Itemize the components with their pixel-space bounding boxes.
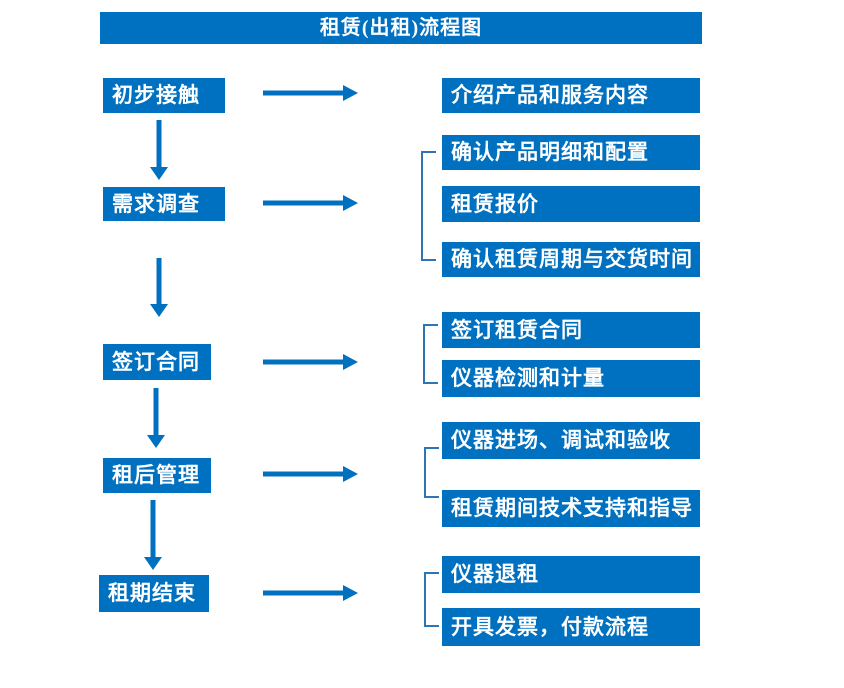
arrow-head [149, 304, 168, 317]
arrow-shaft [156, 120, 161, 168]
detail-box-confirm-product-config: 确认产品明细和配置 [442, 135, 700, 170]
arrow-right-row1-icon [263, 85, 358, 101]
stage-box-sign-contract: 签订合同 [103, 344, 211, 380]
arrow-head [343, 466, 358, 482]
arrow-shaft [263, 359, 343, 365]
arrow-down-3-icon [145, 388, 166, 448]
detail-box-instrument-return: 仪器退租 [442, 556, 700, 593]
detail-box-technical-support: 租赁期间技术支持和指导 [442, 490, 700, 527]
arrow-shaft [263, 471, 343, 477]
arrow-shaft [150, 500, 155, 558]
bracket-group-sign-contract [423, 324, 438, 384]
stage-box-demand-survey: 需求调查 [103, 187, 225, 221]
detail-box-instrument-setup-acceptance: 仪器进场、调试和验收 [442, 422, 700, 459]
arrow-right-row3-icon [263, 354, 358, 370]
arrow-head [343, 85, 358, 101]
detail-box-invoice-payment: 开具发票，付款流程 [442, 608, 700, 646]
bracket-group-lease-end [424, 572, 439, 627]
arrow-down-2-icon [148, 258, 169, 317]
bracket-group-post-rental [424, 447, 439, 498]
detail-box-introduce-products: 介绍产品和服务内容 [442, 78, 700, 113]
arrow-head [343, 585, 358, 601]
arrow-head [146, 435, 165, 448]
arrow-shaft [263, 590, 343, 596]
bracket-group-demand-survey [421, 151, 436, 261]
arrow-shaft [156, 258, 161, 305]
arrow-down-1-icon [148, 120, 169, 180]
detail-box-rental-quotation: 租赁报价 [442, 186, 700, 222]
arrow-head [143, 557, 162, 570]
arrow-shaft [263, 90, 343, 96]
arrow-head [343, 354, 358, 370]
arrow-head [343, 195, 358, 211]
detail-box-confirm-period-delivery: 确认租赁周期与交货时间 [442, 242, 700, 277]
detail-box-instrument-inspection: 仪器检测和计量 [442, 360, 700, 397]
detail-box-sign-rental-contract: 签订租赁合同 [442, 312, 700, 348]
arrow-right-row4-icon [263, 466, 358, 482]
arrow-right-row5-icon [263, 585, 358, 601]
flowchart-title: 租赁(出租)流程图 [100, 12, 702, 44]
stage-box-initial-contact: 初步接触 [103, 78, 225, 113]
arrow-head [149, 167, 168, 180]
arrow-right-row2-icon [263, 195, 358, 211]
stage-box-post-rental-management: 租后管理 [103, 458, 211, 493]
arrow-shaft [153, 388, 158, 436]
arrow-shaft [263, 200, 343, 206]
stage-box-lease-end: 租期结束 [99, 575, 209, 612]
arrow-down-4-icon [142, 500, 163, 570]
